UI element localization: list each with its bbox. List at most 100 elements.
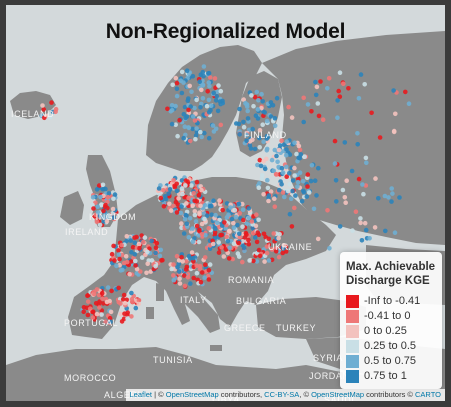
station-point[interactable] xyxy=(257,128,263,133)
station-point[interactable] xyxy=(172,183,177,189)
station-point[interactable] xyxy=(214,220,220,226)
station-point[interactable] xyxy=(237,210,242,216)
station-point[interactable] xyxy=(199,187,204,193)
station-point[interactable] xyxy=(194,97,199,103)
station-point[interactable] xyxy=(202,130,207,136)
station-point[interactable] xyxy=(153,264,158,269)
station-point[interactable] xyxy=(246,241,252,247)
station-point[interactable] xyxy=(100,182,106,188)
station-point[interactable] xyxy=(179,254,184,260)
station-point[interactable] xyxy=(94,311,100,317)
station-point[interactable] xyxy=(186,235,192,240)
station-point[interactable] xyxy=(363,155,369,161)
station-point[interactable] xyxy=(301,190,307,195)
station-point[interactable] xyxy=(360,182,365,187)
station-point[interactable] xyxy=(237,231,242,237)
station-point[interactable] xyxy=(182,124,188,129)
station-point[interactable] xyxy=(100,214,106,220)
station-point[interactable] xyxy=(179,204,184,209)
station-point[interactable] xyxy=(105,194,111,200)
station-point[interactable] xyxy=(237,106,242,112)
station-point[interactable] xyxy=(256,185,262,190)
station-point[interactable] xyxy=(108,319,113,325)
station-point[interactable] xyxy=(225,238,231,244)
station-point[interactable] xyxy=(97,222,103,228)
station-point[interactable] xyxy=(296,143,302,149)
station-point[interactable] xyxy=(202,255,208,260)
station-point[interactable] xyxy=(181,231,187,236)
station-point[interactable] xyxy=(185,275,191,280)
station-point[interactable] xyxy=(168,208,174,213)
station-point[interactable] xyxy=(246,215,252,221)
station-point[interactable] xyxy=(128,259,134,264)
station-point[interactable] xyxy=(335,98,340,103)
station-point[interactable] xyxy=(202,216,207,222)
station-point[interactable] xyxy=(279,165,285,171)
station-point[interactable] xyxy=(260,173,265,178)
station-point[interactable] xyxy=(356,96,362,101)
station-point[interactable] xyxy=(129,296,135,302)
station-point[interactable] xyxy=(130,245,136,250)
station-point[interactable] xyxy=(206,226,212,231)
station-point[interactable] xyxy=(95,210,101,215)
station-point[interactable] xyxy=(118,311,124,317)
station-point[interactable] xyxy=(125,316,130,321)
station-point[interactable] xyxy=(142,235,148,240)
station-point[interactable] xyxy=(336,88,342,94)
station-point[interactable] xyxy=(111,215,116,220)
station-point[interactable] xyxy=(227,245,232,251)
station-point[interactable] xyxy=(153,245,159,250)
station-point[interactable] xyxy=(218,232,223,238)
station-point[interactable] xyxy=(98,194,103,200)
station-point[interactable] xyxy=(197,263,203,269)
station-point[interactable] xyxy=(287,181,293,187)
station-point[interactable] xyxy=(163,194,168,199)
station-point[interactable] xyxy=(186,107,191,113)
station-point[interactable] xyxy=(200,83,206,88)
station-point[interactable] xyxy=(42,115,47,121)
station-point[interactable] xyxy=(261,192,266,197)
station-point[interactable] xyxy=(132,235,137,240)
station-point[interactable] xyxy=(208,103,214,108)
station-point[interactable] xyxy=(100,296,105,302)
station-point[interactable] xyxy=(277,143,283,148)
station-point[interactable] xyxy=(127,271,132,277)
leaflet-link[interactable]: Leaflet xyxy=(129,390,153,399)
station-point[interactable] xyxy=(184,68,190,73)
station-point[interactable] xyxy=(201,73,206,79)
station-point[interactable] xyxy=(161,188,166,193)
station-point[interactable] xyxy=(173,122,178,127)
station-point[interactable] xyxy=(286,104,291,110)
station-point[interactable] xyxy=(107,214,112,219)
station-point[interactable] xyxy=(240,224,245,229)
station-point[interactable] xyxy=(219,223,225,228)
station-point[interactable] xyxy=(299,198,305,204)
station-point[interactable] xyxy=(177,281,183,286)
station-point[interactable] xyxy=(229,216,235,222)
station-point[interactable] xyxy=(200,69,206,75)
station-point[interactable] xyxy=(134,270,140,276)
station-point[interactable] xyxy=(215,108,221,114)
station-point[interactable] xyxy=(262,166,268,172)
station-point[interactable] xyxy=(292,165,297,171)
station-point[interactable] xyxy=(109,251,115,257)
station-point[interactable] xyxy=(261,231,267,237)
station-point[interactable] xyxy=(120,297,126,302)
station-point[interactable] xyxy=(397,195,402,200)
station-point[interactable] xyxy=(211,198,216,203)
station-point[interactable] xyxy=(203,232,208,238)
station-point[interactable] xyxy=(297,147,303,153)
station-point[interactable] xyxy=(235,222,240,228)
station-point[interactable] xyxy=(97,305,102,310)
station-point[interactable] xyxy=(265,177,270,183)
station-point[interactable] xyxy=(174,210,180,215)
station-point[interactable] xyxy=(260,122,265,127)
station-point[interactable] xyxy=(241,119,246,125)
station-point[interactable] xyxy=(268,100,274,105)
station-point[interactable] xyxy=(99,202,104,207)
station-point[interactable] xyxy=(300,178,306,184)
station-point[interactable] xyxy=(277,232,282,237)
station-point[interactable] xyxy=(314,84,320,90)
station-point[interactable] xyxy=(181,135,186,141)
station-point[interactable] xyxy=(85,299,91,304)
